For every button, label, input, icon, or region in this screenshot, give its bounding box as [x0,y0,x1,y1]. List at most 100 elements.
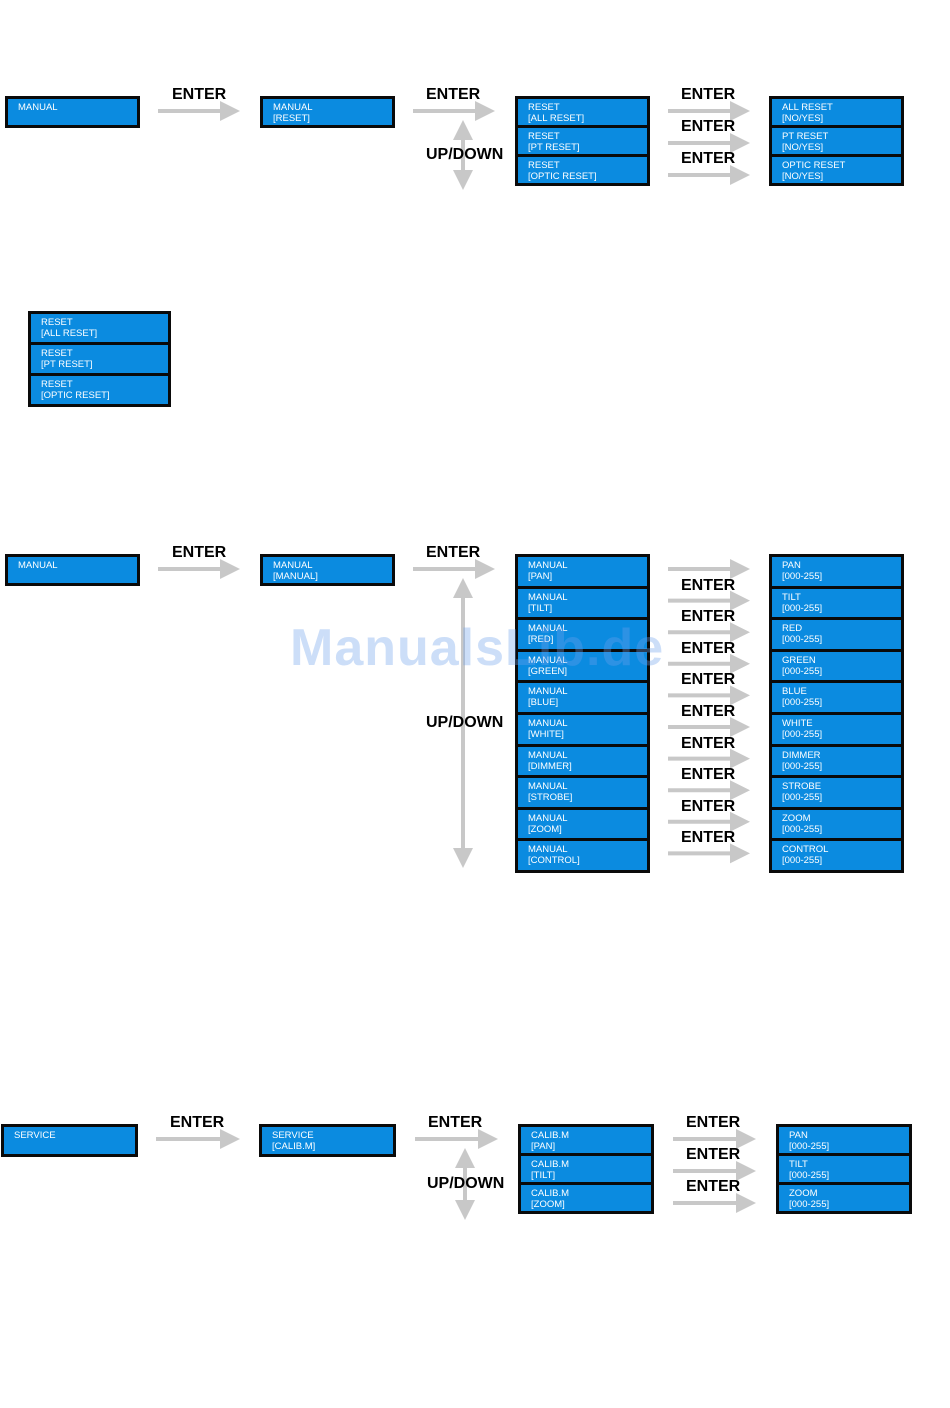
lcd-line: CALIB.M [531,1130,570,1141]
enter-label: ENTER [681,608,736,626]
manual-option: MANUAL[DIMMER] [518,746,647,776]
service-values-stack: PAN [000-255] TILT [000-255] ZOOM [000-2… [776,1124,912,1214]
lcd-line: PAN [789,1130,808,1141]
manual-option: MANUAL[PAN] [518,557,647,586]
manual-option: MANUAL[TILT] [518,588,647,618]
enter-label: ENTER [170,1114,225,1131]
updown-label: UP/DOWN [426,714,504,731]
manual-value: PAN[000-255] [772,557,901,586]
enter-label: ENTER [681,671,736,689]
watermark: ManualsLib.de [290,619,665,677]
manual-values-stack: PAN[000-255] TILT[000-255] RED[000-255] … [769,554,904,873]
manual-option: MANUAL[BLUE] [518,683,647,712]
lcd-manual-manual: MANUAL [MANUAL] [260,554,395,586]
enter-label: ENTER [426,544,481,561]
lcd-line: [000-255] [782,855,823,867]
lcd-line: [NO/YES] [782,113,824,124]
service-option: CALIB.M [TILT] [521,1156,651,1182]
manual-value: TILT[000-255] [772,588,901,618]
reset-option: RESET [PT RESET] [518,128,647,154]
reset-option: RESET [OPTIC RESET] [31,376,168,404]
enter-label: ENTER [681,829,736,847]
lcd-line: RESET [41,379,73,390]
lcd-line: [000-255] [782,792,823,804]
lcd-line: MANUAL [18,102,58,113]
lcd-service-calib: SERVICE [CALIB.M] [259,1124,396,1157]
enter-label: ENTER [686,1114,741,1131]
lcd-line: [000-255] [782,571,823,582]
lcd-line: CALIB.M [531,1159,570,1170]
reset-options-standalone: RESET [ALL RESET] RESET [PT RESET] RESET… [28,311,171,407]
lcd-line: [BLUE] [528,697,559,709]
lcd-line: [ZOOM] [531,1199,565,1210]
manual-options-stack: MANUAL[PAN] MANUAL[TILT] MANUAL[RED] MAN… [515,554,650,873]
enter-label: ENTER [681,797,736,815]
lcd-line: [000-255] [782,602,823,614]
lcd-line: PT RESET [782,131,829,142]
lcd-manual-start: MANUAL [5,96,140,128]
lcd-line: MANUAL [528,560,568,571]
enter-label: ENTER [426,86,481,103]
manual-option: MANUAL[STROBE] [518,778,647,807]
lcd-line: [ALL RESET] [41,328,98,339]
lcd-line: [RED] [528,634,554,646]
lcd-line: [NO/YES] [782,171,824,182]
reset-confirm-stack: ALL RESET [NO/YES] PT RESET [NO/YES] OPT… [769,96,904,186]
manual-option: MANUAL[WHITE] [518,714,647,744]
manual-option: MANUAL[ZOOM] [518,809,647,839]
lcd-line: [PT RESET] [41,359,93,370]
enter-label: ENTER [428,1114,483,1131]
lcd-line: BLUE [782,686,807,698]
reset-options-stack: RESET [ALL RESET] RESET [PT RESET] RESET… [515,96,650,186]
lcd-line: [OPTIC RESET] [528,171,597,182]
reset-option: RESET [ALL RESET] [31,314,168,342]
lcd-line: [000-255] [782,634,823,646]
enter-label: ENTER [686,1146,741,1163]
lcd-line: [MANUAL] [273,571,318,582]
lcd-line: [STROBE] [528,792,573,804]
service-option: CALIB.M [PAN] [521,1127,651,1153]
lcd-line: MANUAL [273,560,313,571]
lcd-line: ZOOM [782,812,811,824]
lcd-line: ALL RESET [782,102,833,113]
lcd-line: [TILT] [528,602,553,614]
lcd-line: [CALIB.M] [272,1141,316,1152]
lcd-line: MANUAL [528,623,568,635]
lcd-line: [000-255] [789,1141,830,1152]
lcd-line: MANUAL [528,781,568,793]
reset-confirm: PT RESET [NO/YES] [772,128,901,154]
enter-label: ENTER [681,86,736,103]
enter-label: ENTER [172,86,227,103]
manual-option: MANUAL[CONTROL] [518,841,647,870]
lcd-line: MANUAL [528,844,568,856]
lcd-line: RESET [528,131,560,142]
reset-confirm: ALL RESET [NO/YES] [772,99,901,125]
lcd-line: [GREEN] [528,665,568,677]
lcd-service-start: SERVICE [1,1124,138,1157]
enter-label: ENTER [681,766,736,784]
manual-option: MANUAL[GREEN] [518,651,647,681]
lcd-line: MANUAL [273,102,313,113]
lcd-line: MANUAL [528,749,568,761]
lcd-line: [PAN] [528,571,553,582]
service-value: TILT [000-255] [779,1156,909,1182]
lcd-line: MANUAL [528,654,568,666]
lcd-line: MANUAL [528,717,568,729]
updown-label: UP/DOWN [427,1175,505,1192]
lcd-line: TILT [789,1159,808,1170]
lcd-manual-reset: MANUAL [RESET] [260,96,395,128]
manual-value: CONTROL[000-255] [772,841,901,870]
lcd-line: [000-255] [782,823,823,835]
manual-value: GREEN[000-255] [772,651,901,681]
manual-value: STROBE[000-255] [772,778,901,807]
service-value: ZOOM [000-255] [779,1185,909,1211]
manual-value: ZOOM[000-255] [772,809,901,839]
lcd-line: [PAN] [531,1141,556,1152]
lcd-line: OPTIC RESET [782,160,846,171]
lcd-line: [000-255] [789,1199,830,1210]
reset-option: RESET [PT RESET] [31,345,168,373]
lcd-line: CONTROL [782,844,829,856]
enter-label: ENTER [686,1178,741,1195]
lcd-line: CALIB.M [531,1188,570,1199]
service-option: CALIB.M [ZOOM] [521,1185,651,1211]
